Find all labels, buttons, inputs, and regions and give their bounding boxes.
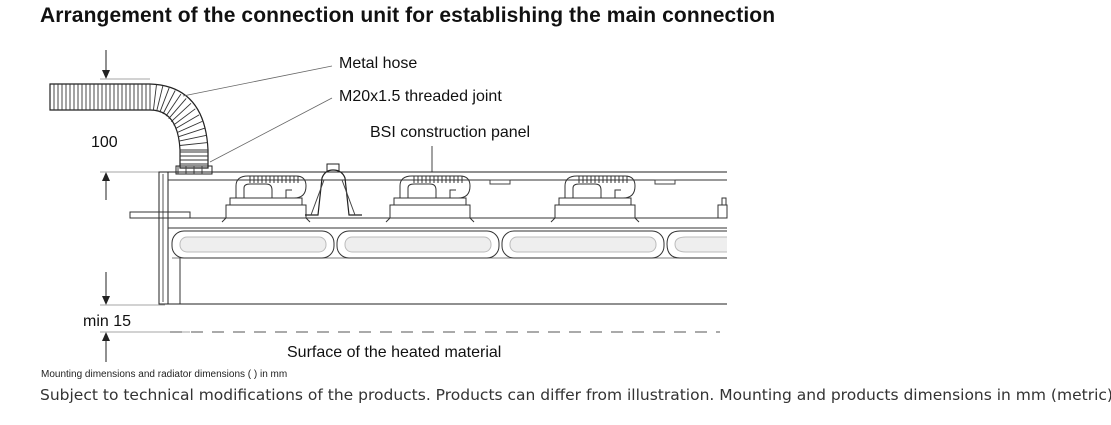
panel-label: BSI construction panel xyxy=(370,124,531,141)
disclaimer-text: Subject to technical modifications of th… xyxy=(40,386,1111,404)
page-title: Arrangement of the connection unit for e… xyxy=(40,4,776,27)
metal-hose xyxy=(49,83,209,169)
connection-unit xyxy=(717,197,728,219)
metal-hose-leader xyxy=(182,65,333,97)
radiator-elements xyxy=(171,230,727,259)
dimension-100-label: 100 xyxy=(91,134,118,151)
metal-hose-label: Metal hose xyxy=(339,55,418,72)
connection-unit xyxy=(221,175,311,223)
dimension-min15-label: min 15 xyxy=(83,313,132,330)
fixing-bracket xyxy=(305,163,362,216)
threaded-joint-leader xyxy=(209,97,333,163)
dimension-note: Mounting dimensions and radiator dimensi… xyxy=(41,369,288,380)
threaded-joint-label: M20x1.5 threaded joint xyxy=(339,88,502,105)
surface-label: Surface of the heated material xyxy=(287,344,502,361)
connection-unit xyxy=(385,175,475,223)
side-frame xyxy=(158,171,169,305)
connection-unit xyxy=(550,175,640,223)
